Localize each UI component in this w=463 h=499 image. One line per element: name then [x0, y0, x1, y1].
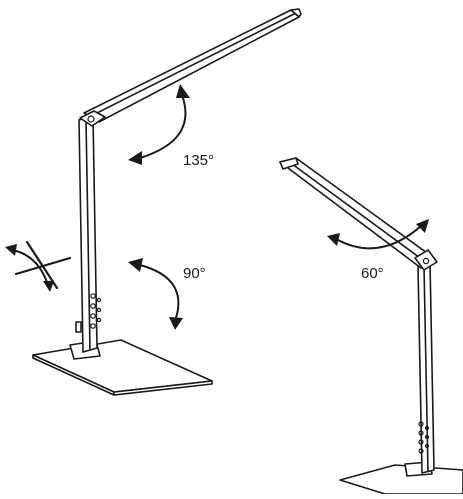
left-lamp-control-panel	[75, 293, 102, 333]
arc-90	[128, 258, 183, 330]
left-lamp-pole	[75, 115, 102, 353]
left-lamp-arm	[79, 8, 302, 127]
right-lamp-control-panel	[418, 421, 430, 454]
arc-135	[128, 84, 190, 165]
right-lamp-base	[339, 461, 463, 495]
left-lamp-base	[32, 339, 213, 396]
label-90-degrees: 90°	[183, 265, 206, 282]
right-lamp	[279, 157, 463, 495]
label-135-degrees: 135°	[183, 152, 214, 169]
not-allowed-tilt-symbol	[5, 240, 72, 292]
label-60-degrees: 60°	[361, 265, 384, 282]
left-lamp	[32, 8, 302, 396]
arc-60	[327, 219, 429, 250]
right-lamp-arm	[279, 157, 438, 271]
right-lamp-pole	[417, 261, 435, 474]
